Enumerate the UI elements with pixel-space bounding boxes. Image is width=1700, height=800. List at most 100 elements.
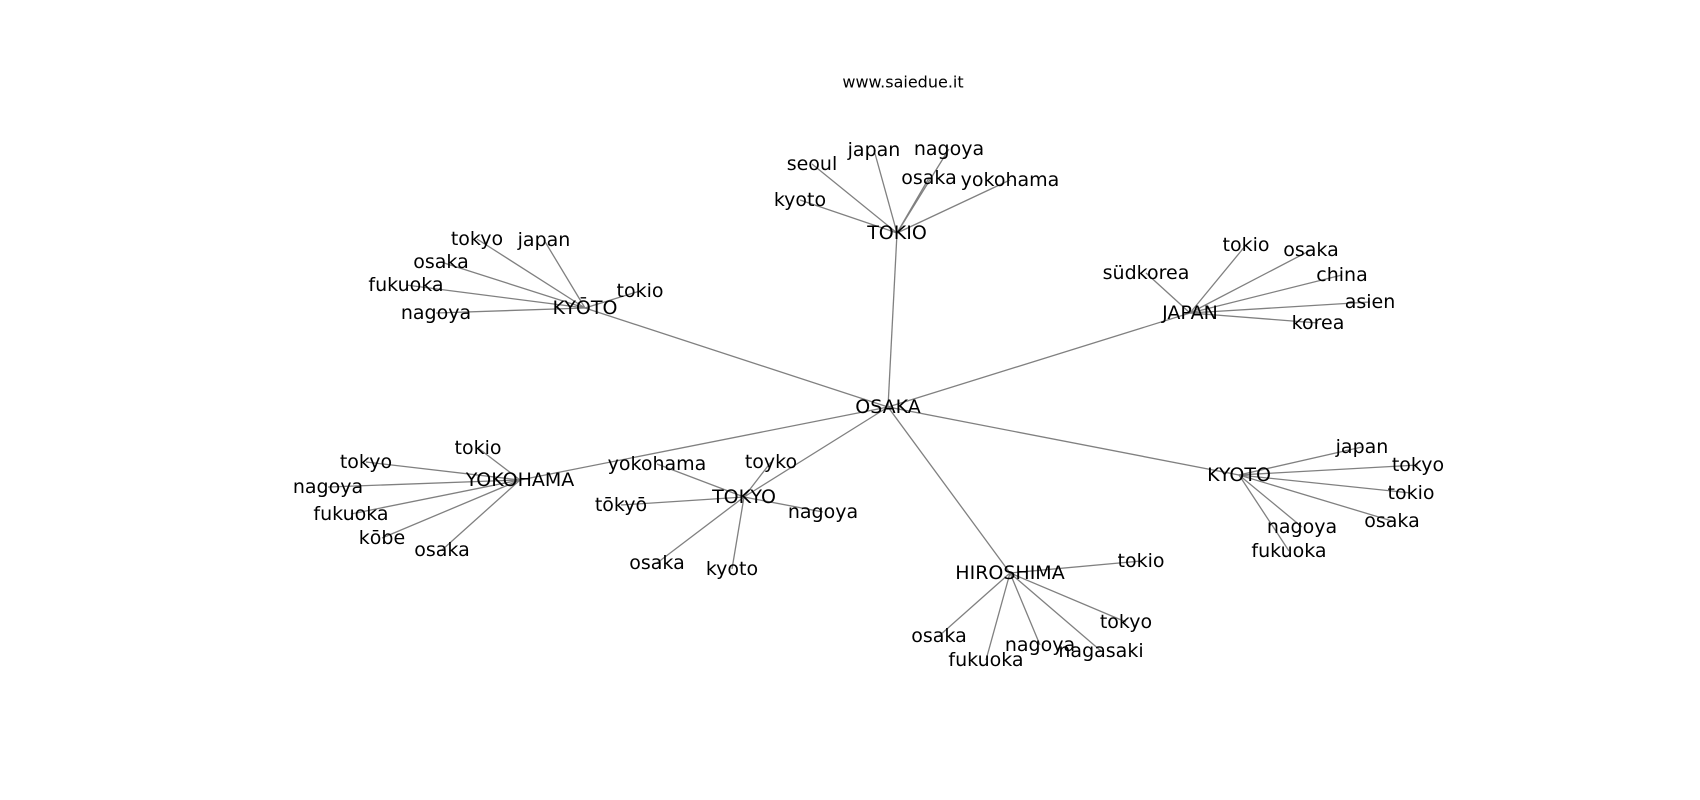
leaf-node-label: kyoto	[774, 189, 826, 211]
edge-japan-südkorea	[1145, 272, 1191, 314]
hub-node-label: KYŌTO	[553, 295, 618, 319]
graph-labels: www.saiedue.it OSAKA TOKIO seoul japan nagoy…	[293, 73, 1444, 672]
leaf-node-label: nagoya	[1005, 634, 1075, 656]
leaf-node-label: fukuoka	[313, 503, 388, 525]
leaf-node-label: japan	[517, 229, 571, 251]
hub-node-label: YOKOHAMA	[465, 469, 575, 491]
edge-yokohama-osaka	[441, 479, 521, 551]
leaf-node-label: china	[1316, 264, 1367, 286]
edge-root-kyoto	[887, 406, 1240, 476]
edge-tokio-osaka	[896, 177, 930, 234]
edge-tokio-seoul	[811, 163, 898, 234]
leaf-node-label: nagoya	[788, 501, 858, 523]
leaf-node-label: korea	[1292, 312, 1345, 334]
edge-hiroshima-osaka	[938, 572, 1011, 637]
edge-kyoto-fukuoka	[1238, 474, 1290, 552]
hub-node-label: TOKIO	[866, 222, 927, 244]
edge-kyōto-nagoya	[435, 307, 586, 314]
edge-kyoto-tokyo	[1238, 464, 1419, 476]
leaf-node-label: tōkyō	[595, 494, 647, 516]
leaf-node-label: nagoya	[914, 138, 984, 160]
edge-japan-china	[1189, 274, 1343, 314]
leaf-node-label: osaka	[911, 625, 966, 647]
edge-kyoto-tokio	[1238, 474, 1412, 494]
edge-kyoto-osaka	[1238, 474, 1393, 522]
edge-hiroshima-tokio	[1009, 560, 1142, 574]
leaf-node-label: kōbe	[359, 527, 405, 549]
edge-yokohama-nagoya	[327, 479, 521, 488]
edge-kyoto-nagoya	[1238, 474, 1303, 528]
leaf-node-label: yokohama	[608, 453, 707, 475]
leaf-node-label: osaka	[1283, 239, 1338, 261]
graph-title: www.saiedue.it	[842, 73, 963, 92]
leaf-node-label: tokyo	[1100, 611, 1152, 633]
edge-tokyo-kyoto	[731, 496, 745, 570]
edge-kyōto-fukuoka	[405, 284, 586, 309]
leaf-node-label: japan	[1335, 436, 1389, 458]
edge-root-kyōto	[584, 307, 889, 408]
leaf-node-label: toyko	[745, 451, 797, 473]
edge-yokohama-fukuoka	[350, 479, 521, 515]
edge-hiroshima-nagasaki	[1009, 572, 1102, 652]
edge-kyōto-tokio	[584, 290, 641, 309]
leaf-node-label: tokio	[1223, 234, 1270, 256]
graph-edges	[327, 148, 1419, 661]
leaf-node-label: tokyo	[451, 228, 503, 250]
leaf-node-label: tokio	[617, 280, 664, 302]
leaf-node-label: japan	[847, 139, 901, 161]
leaf-node-label: nagoya	[1267, 516, 1337, 538]
leaf-node-label: tokio	[455, 437, 502, 459]
edge-root-yokohama	[519, 406, 889, 481]
leaf-node-label: fukuoka	[1251, 540, 1326, 562]
edge-tokio-kyoto	[799, 199, 898, 234]
hub-node-label: TOKYO	[711, 486, 776, 508]
hub-node-label: KYOTO	[1207, 464, 1271, 486]
edge-root-tokyo	[743, 406, 889, 498]
leaf-node-label: osaka	[414, 539, 469, 561]
edge-tokyo-osaka	[656, 496, 745, 564]
edge-japan-osaka	[1189, 249, 1312, 314]
edge-root-japan	[887, 312, 1191, 408]
edge-root-hiroshima	[887, 406, 1011, 574]
edge-japan-tokio	[1189, 244, 1247, 314]
leaf-node-label: osaka	[413, 251, 468, 273]
leaf-node-label: südkorea	[1103, 262, 1190, 284]
edge-tokio-yokohama	[896, 179, 1011, 234]
edge-kyōto-osaka	[440, 261, 586, 309]
hub-node-label: HIROSHIMA	[955, 562, 1064, 584]
leaf-node-label: asien	[1345, 291, 1396, 313]
edge-kyōto-tokyo	[476, 238, 586, 309]
edge-kyōto-japan	[543, 239, 586, 309]
leaf-node-label: kyoto	[706, 558, 758, 580]
leaf-node-label: fukuoka	[368, 274, 443, 296]
edge-yokohama-tokio	[477, 447, 521, 481]
leaf-node-label: nagoya	[293, 476, 363, 498]
leaf-node-label: osaka	[1364, 510, 1419, 532]
edge-yokohama-kōbe	[381, 479, 521, 539]
edge-japan-asien	[1189, 301, 1371, 314]
edge-tokyo-nagoya	[743, 496, 824, 513]
edge-hiroshima-nagoya	[1009, 572, 1041, 646]
leaf-node-label: osaka	[629, 552, 684, 574]
leaf-node-label: tokio	[1388, 482, 1435, 504]
leaf-node-label: tokyo	[340, 451, 392, 473]
edge-tokyo-tōkyō	[620, 496, 745, 506]
edge-japan-korea	[1189, 312, 1319, 324]
edge-tokyo-yokohama	[656, 463, 745, 498]
leaf-node-label: seoul	[787, 153, 838, 175]
edge-hiroshima-tokyo	[1009, 572, 1127, 623]
edge-hiroshima-fukuoka	[985, 572, 1011, 661]
leaf-node-label: tokyo	[1392, 454, 1444, 476]
edge-tokio-japan	[873, 149, 898, 234]
leaf-node-label: nagasaki	[1058, 640, 1143, 662]
root-node-label: OSAKA	[855, 396, 921, 418]
leaf-node-label: tokio	[1118, 550, 1165, 572]
leaf-node-label: nagoya	[401, 302, 471, 324]
leaf-node-label: fukuoka	[948, 649, 1023, 671]
leaf-node-label: yokohama	[961, 169, 1060, 191]
edge-yokohama-tokyo	[365, 461, 521, 481]
edge-tokyo-toyko	[743, 461, 772, 498]
edge-kyoto-japan	[1238, 446, 1363, 476]
edge-root-tokio	[887, 232, 898, 408]
